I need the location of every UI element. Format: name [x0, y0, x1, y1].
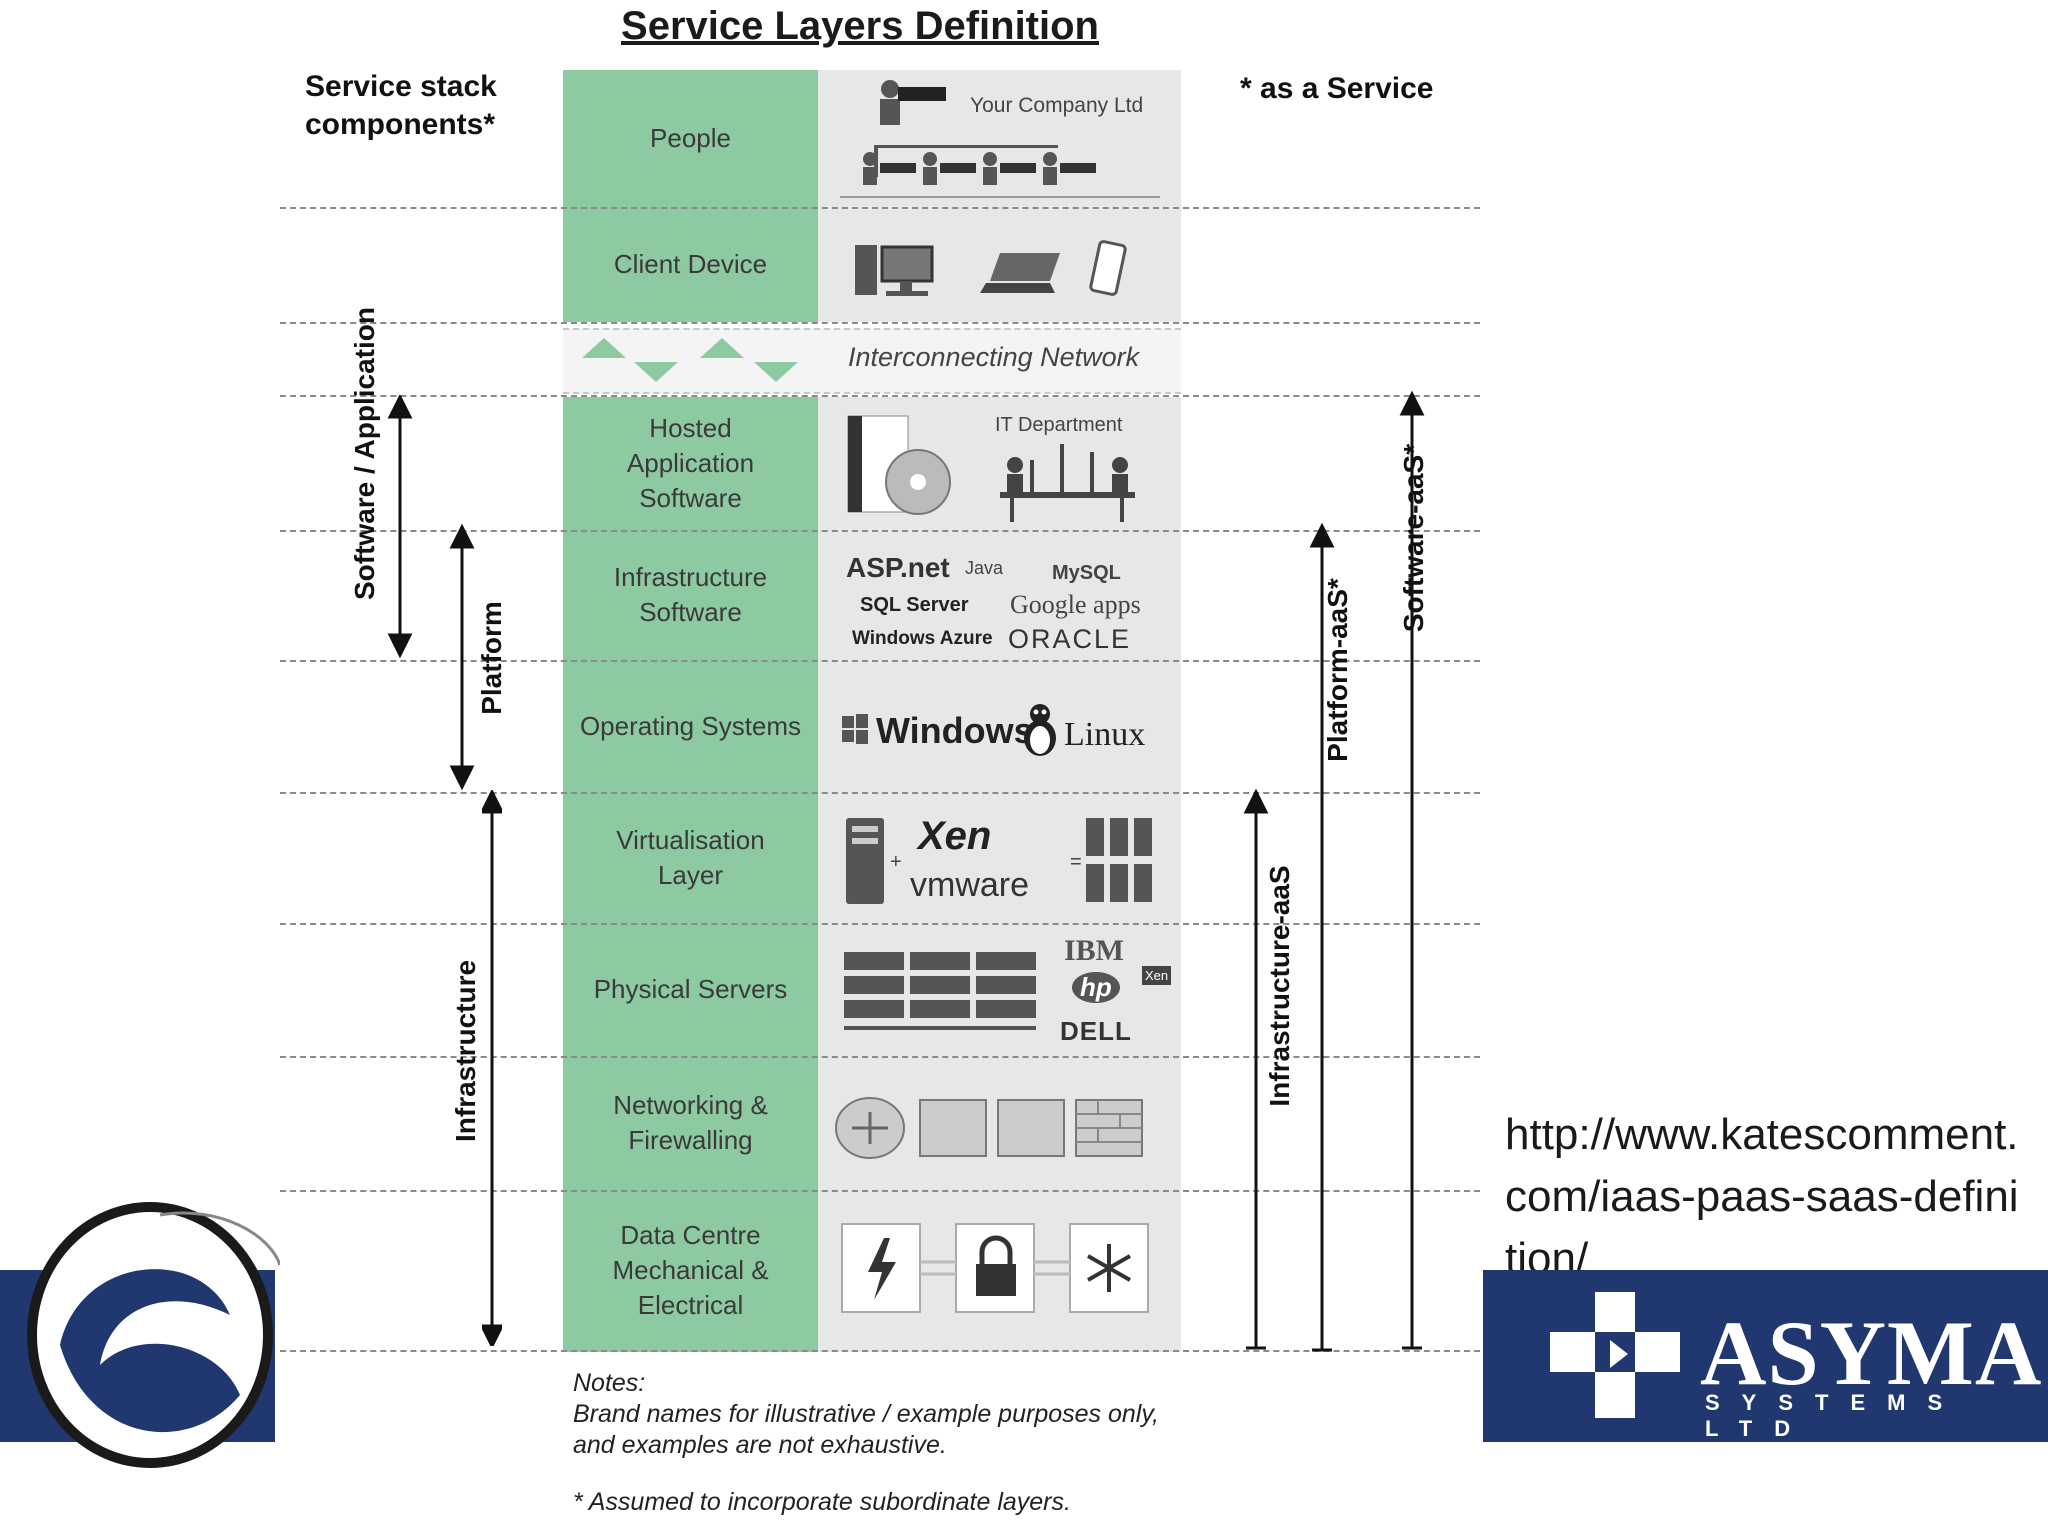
divider [280, 395, 1480, 397]
snowflake-icon [1087, 1244, 1131, 1292]
divider [280, 923, 1480, 925]
layer-people: People [650, 123, 731, 153]
networking-icons [835, 1097, 1143, 1159]
divider [280, 792, 1480, 794]
network-band [563, 328, 1181, 394]
divider [280, 1056, 1480, 1058]
building-icon [840, 80, 1160, 198]
left-header: Service stack components* [305, 68, 497, 144]
layer-networking-firewalling: Networking & Firewalling [613, 1090, 768, 1155]
left-header-line1: Service stack [305, 70, 497, 103]
lock-icon [979, 1235, 1013, 1264]
divider [280, 322, 1480, 324]
brand-oracle: ORACLE [1008, 624, 1132, 654]
lightning-icon [868, 1238, 896, 1300]
brand-ibm: IBM [1064, 934, 1124, 967]
label-software-application: Software / Application [347, 307, 383, 600]
divider [280, 1190, 1480, 1192]
brand-aspnet: ASP.net [846, 552, 950, 583]
brand-windows: Windows [876, 710, 1034, 751]
infrastructure-arrow [482, 790, 502, 1346]
switch-icon [997, 1099, 1065, 1157]
brand-vmware: vmware [910, 866, 1030, 904]
notes-heading: Notes: [573, 1369, 646, 1397]
divider [280, 660, 1480, 662]
rack-icon [1086, 818, 1152, 902]
tablet-icon [1089, 240, 1127, 296]
it-department-label: IT Department [995, 414, 1123, 436]
label-platform: Platform [476, 601, 507, 715]
datacentre-icons [841, 1223, 1149, 1313]
page-title: Service Layers Definition [621, 4, 1099, 48]
svg-text:+: + [890, 851, 902, 873]
right-header: * as a Service [1240, 72, 1434, 105]
svg-text:=: = [1070, 851, 1082, 873]
source-url-link[interactable]: http://www.katescomment.com/iaas-paas-sa… [1505, 1110, 2019, 1283]
divider [280, 530, 1480, 532]
software-application-text: Software / Application [349, 307, 380, 600]
label-saas: Software-aaS* [1398, 443, 1429, 633]
windows-logo-icon [842, 714, 868, 744]
brand-hp: hp [1072, 972, 1120, 1003]
meeting-icon [1000, 444, 1135, 522]
divider [280, 1350, 1480, 1352]
notes-footnote: * Assumed to incorporate subordinate lay… [573, 1488, 1071, 1516]
virtualisation-icon: + = [846, 818, 1152, 904]
brand-java: Java [965, 558, 1004, 578]
left-header-line2: components* [305, 108, 496, 141]
brand-xen: Xen [918, 814, 992, 858]
network-arrows-icon [582, 338, 798, 382]
layer-data-centre: Data Centre Mechanical & Electrical [612, 1219, 769, 1320]
right-service-arrows [1243, 390, 1425, 1352]
layer-virtualisation: Virtualisation Layer [616, 824, 765, 890]
notes: Notes: Brand names for illustrative / ex… [573, 1368, 1159, 1518]
company-label: Your Company Ltd [970, 94, 1144, 117]
laptop-icon [990, 253, 1060, 281]
brand-mysql: MySQL [1052, 562, 1121, 584]
layer-column-bottom [563, 397, 818, 1352]
brand-xen-small: Xen [1142, 966, 1172, 985]
client-devices-icon [855, 240, 1127, 296]
asyma-name: ASYMA [1700, 1302, 2043, 1404]
brand-google-apps: Google apps [1010, 590, 1141, 619]
server-rack-icon [844, 952, 1036, 1030]
layer-hosted-application-software: Hosted Application Software [626, 413, 755, 513]
asyma-subtitle: SYSTEMS LTD [1705, 1390, 1965, 1441]
asyma-logo-icon [1550, 1292, 1680, 1418]
label-infrastructure: Infrastructure [450, 959, 481, 1142]
layer-column-top [563, 70, 818, 322]
notes-line1: Brand names for illustrative / example p… [573, 1400, 1159, 1428]
brand-windows-azure: Windows Azure [852, 628, 993, 649]
layer-operating-systems: Operating Systems [579, 710, 802, 741]
switch-icon [919, 1099, 987, 1157]
divider [280, 207, 1480, 209]
swoosh-logo-icon [27, 1202, 280, 1468]
desktop-icon [855, 245, 877, 295]
layer-infrastructure-software: Infrastructure Software [613, 562, 768, 627]
brand-linux: Linux [1064, 716, 1146, 753]
brand-sqlserver: SQL Server [860, 594, 969, 616]
layer-physical-servers: Physical Servers [593, 974, 788, 1004]
cd-icon [847, 415, 951, 515]
network-label: Interconnecting Network [848, 342, 1140, 372]
label-paas: Platform-aaS* [1322, 578, 1353, 762]
label-iaas: Infrastructure-aaS [1264, 865, 1295, 1107]
notes-line2: and examples are not exhaustive. [573, 1431, 947, 1459]
brand-dell: DELL [1060, 1016, 1132, 1046]
tux-icon [1024, 704, 1056, 756]
layer-client-device: Client Device [613, 249, 768, 279]
